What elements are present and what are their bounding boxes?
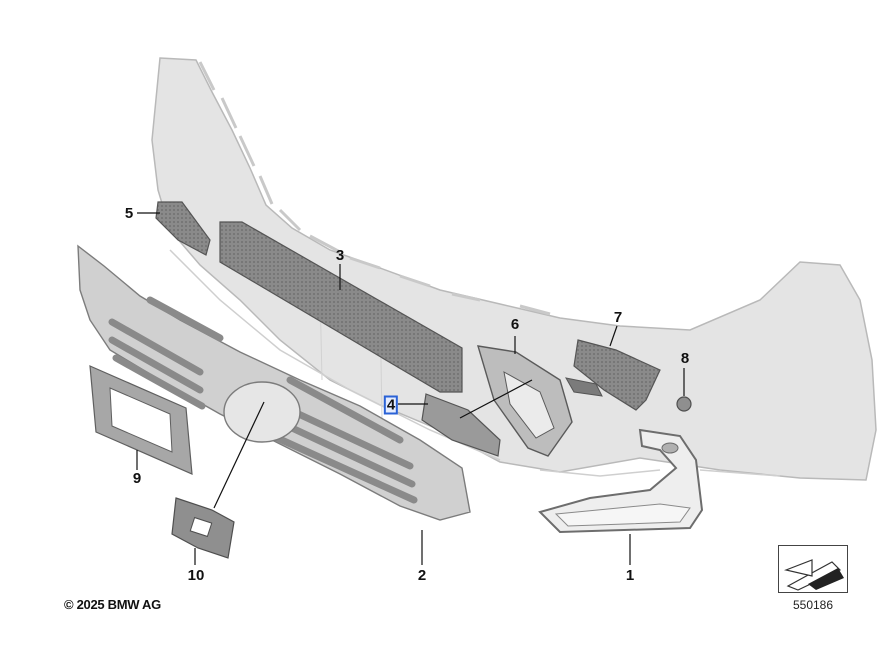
diagram-reference-number: 550186 (792, 598, 834, 612)
callout-7[interactable]: 7 (613, 309, 623, 326)
part-7-air-guide (565, 339, 661, 411)
bumper-cover (151, 57, 877, 481)
view-direction-arrow-icon (783, 559, 844, 591)
callout-9[interactable]: 9 (132, 470, 142, 487)
callout-4[interactable]: 4 (383, 395, 399, 415)
leader-lines (136, 212, 685, 565)
callout-3[interactable]: 3 (335, 247, 345, 264)
part-3-upper-grille-strip (219, 221, 463, 393)
callout-10[interactable]: 10 (187, 567, 205, 584)
part-9-license-plate-bracket (89, 365, 193, 475)
callout-8[interactable]: 8 (680, 350, 690, 367)
copyright-notice: © 2025 BMW AG (64, 597, 161, 612)
part-2-lower-grille (77, 244, 471, 521)
reference-view-box (778, 545, 848, 593)
callout-1[interactable]: 1 (625, 567, 635, 584)
part-4-cover-panel (421, 393, 501, 457)
part-10-sensor-bracket (171, 497, 235, 559)
part-1-trim-frame (538, 428, 704, 534)
callout-6[interactable]: 6 (510, 316, 520, 333)
callout-5[interactable]: 5 (124, 205, 134, 222)
callout-2[interactable]: 2 (417, 567, 427, 584)
part-8-clip (676, 396, 692, 412)
part-5-side-trim (155, 201, 211, 256)
